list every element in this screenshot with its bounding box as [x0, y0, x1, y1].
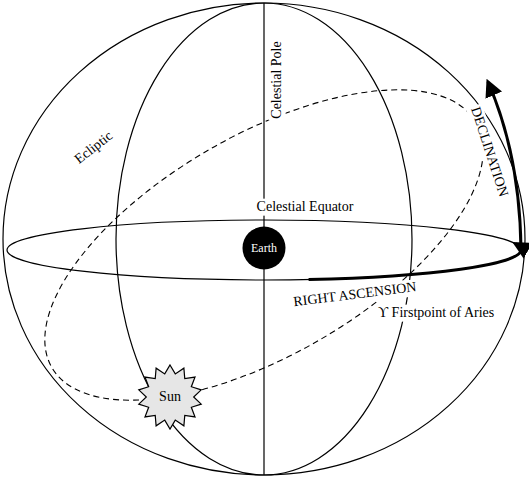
- equator-label: Celestial Equator: [255, 199, 356, 216]
- equator-circle: [7, 220, 521, 280]
- declination-label: DECLINATION: [466, 103, 512, 201]
- earth-globe: Earth: [242, 226, 286, 270]
- sun-burst: [139, 365, 201, 429]
- earth-name: Earth: [251, 242, 277, 254]
- aries-label: ϒ Firstpoint of Aries: [376, 305, 496, 322]
- earth-disc: [243, 227, 286, 270]
- pole-label: Celestial Pole: [269, 39, 286, 120]
- sphere-outline: [3, 3, 525, 475]
- right-ascension-arc: [309, 244, 521, 280]
- ecliptic-circle: [0, 27, 529, 463]
- meridian-circle: [116, 3, 412, 475]
- sun-star: Sun: [137, 364, 203, 430]
- ecliptic-label: Ecliptic: [70, 127, 118, 169]
- sun-name: Sun: [159, 390, 181, 404]
